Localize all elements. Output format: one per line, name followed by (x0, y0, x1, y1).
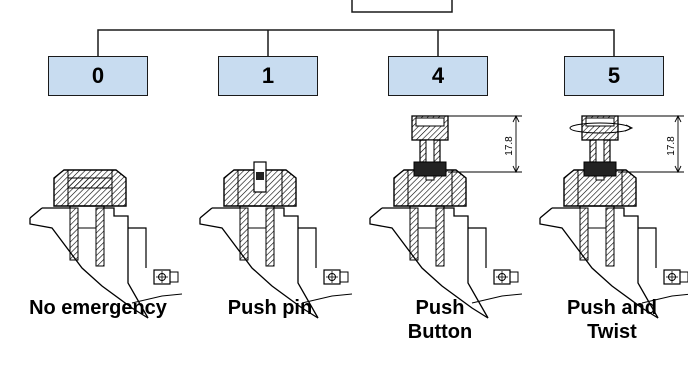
option-code: 4 (431, 63, 445, 88)
option-code: 1 (261, 63, 275, 88)
caption-push-pin: Push pin (227, 297, 313, 319)
dimension-label-4: 17.8 (504, 136, 515, 156)
caption-push-button: Push Button (407, 297, 473, 343)
option-code: 5 (607, 63, 621, 88)
dimension-line-4: 17.8 (448, 114, 522, 174)
drawing-push-button (369, 115, 523, 319)
drawing-push-and-twist (539, 115, 688, 319)
dimension-label-5: 17.8 (666, 136, 677, 156)
drawing-no-emergency (29, 169, 183, 319)
option-code: 0 (91, 63, 105, 88)
option-box-1: 1 (218, 56, 318, 96)
option-box-0: 0 (48, 56, 148, 96)
option-box-4: 4 (388, 56, 488, 96)
drawing-push-pin (199, 161, 353, 319)
caption-no-emergency: No emergency (29, 297, 167, 319)
option-box-5: 5 (564, 56, 664, 96)
caption-push-and-twist: Push and Twist (566, 297, 657, 343)
dimension-line-5: 17.8 (618, 114, 684, 174)
